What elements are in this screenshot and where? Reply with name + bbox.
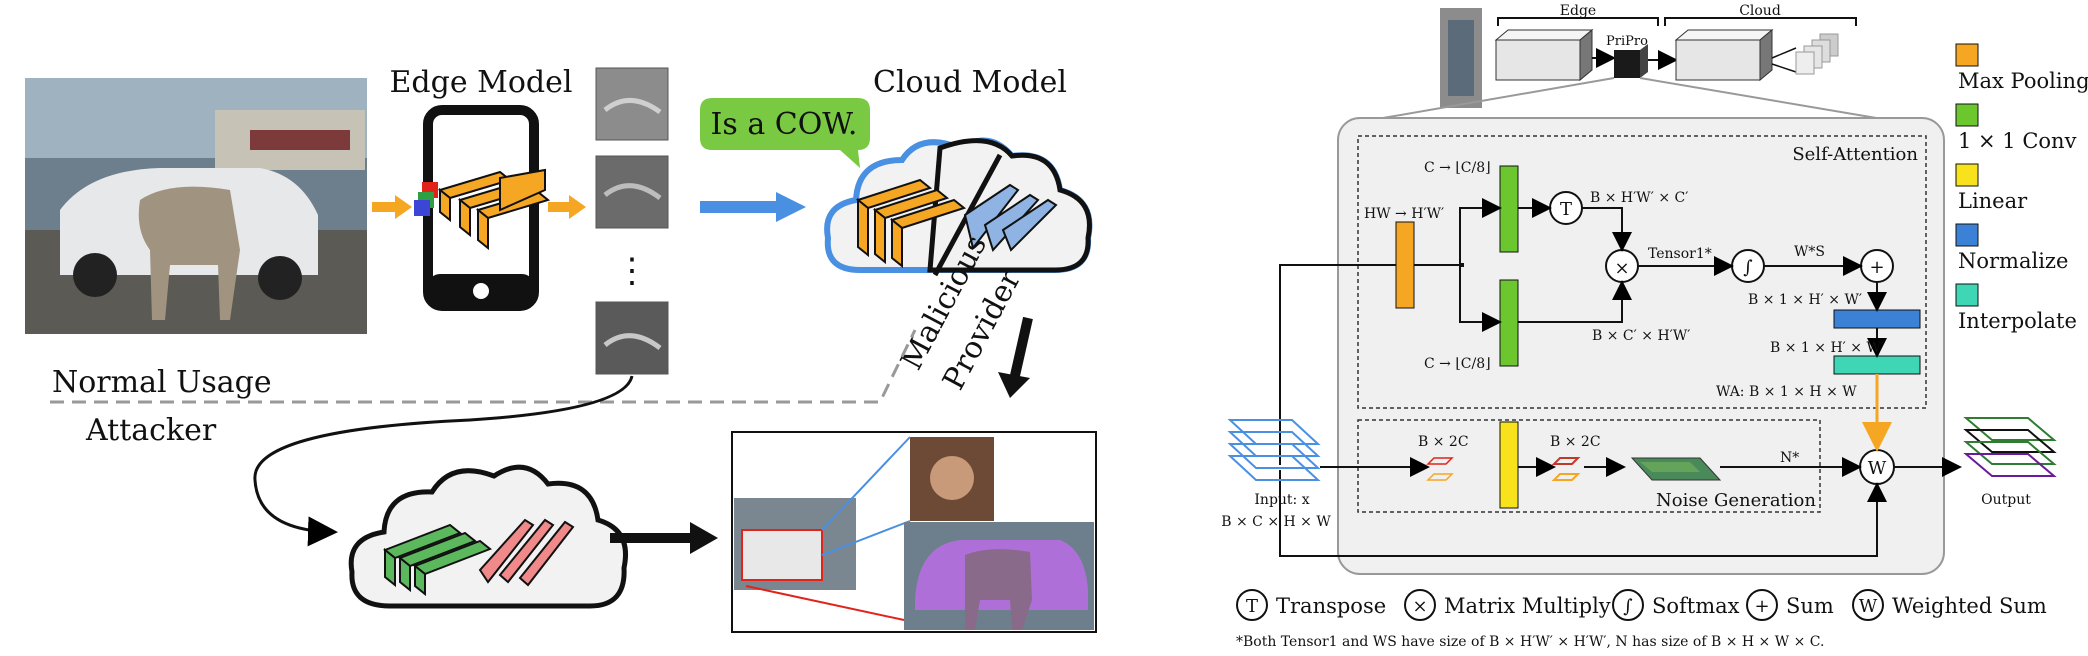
top-shape-label: B × H′W′ × C′ <box>1590 190 1688 206</box>
linear-block <box>1499 421 1519 509</box>
svg-text:+: + <box>1754 596 1769 617</box>
svg-text:×: × <box>1412 596 1427 617</box>
speech-bubble-text: Is a COW. <box>711 107 858 142</box>
input-shape-label: B × C × H × W <box>1221 514 1331 530</box>
edge-model-label: Edge Model <box>390 65 573 100</box>
self-attention-label: Self-Attention <box>1792 144 1918 165</box>
ellipsis-dots: ⋮ <box>615 251 649 291</box>
legend-swatch-linear <box>1955 163 1979 187</box>
svg-text:∫: ∫ <box>1743 257 1753 278</box>
output-tensor-stack <box>1963 417 2057 477</box>
footnote: *Both Tensor1 and WS have size of B × H′… <box>1236 634 1824 650</box>
svg-text:W: W <box>1859 596 1878 617</box>
edge-label: Edge <box>1560 3 1596 19</box>
weighted-sum-legend-label: Weighted Sum <box>1892 594 2047 618</box>
conv-block-bottom <box>1499 279 1519 367</box>
phone-device <box>414 105 551 311</box>
operator-legend: T Transpose × Matrix Multiply ∫ Softmax … <box>1236 589 2047 621</box>
right-panel: Edge Cloud PriPro Self-Attention Noise G… <box>1221 3 2088 650</box>
top-pipeline <box>1440 8 1857 108</box>
softmax-legend-label: Softmax <box>1652 594 1740 618</box>
svg-text:∫: ∫ <box>1623 596 1633 617</box>
transpose-legend-label: Transpose <box>1276 594 1386 618</box>
b2c-label-1: B × 2C <box>1418 434 1469 450</box>
self-attention-box <box>1357 135 1927 409</box>
legend: Max Pooling 1 × 1 Conv Linear Normalize … <box>1955 43 2088 333</box>
legend-linear: Linear <box>1958 189 2028 213</box>
interpolate-block <box>1833 355 1921 375</box>
malicious-arrow <box>1009 316 1033 382</box>
pripro-detail-box <box>1337 117 1945 575</box>
cloud-model-label: Cloud Model <box>873 65 1067 100</box>
conv-block-top <box>1499 165 1519 253</box>
max-pooling-block <box>1395 221 1415 309</box>
ws-star-label: W*S <box>1794 244 1825 260</box>
sum-legend-label: Sum <box>1786 594 1834 618</box>
wa-shape-label: WA: B × 1 × H × W <box>1716 384 1857 400</box>
left-panel: Edge Model ⋮ Is a COW. Cloud Model <box>25 65 1097 633</box>
legend-swatch-interpolate <box>1955 283 1979 307</box>
shape-after-norm-label: B × 1 × H′ × W′ <box>1770 340 1884 356</box>
attacker-cloud-model <box>348 464 628 609</box>
input-label: Input: x <box>1254 492 1309 508</box>
reconstruction-panel <box>731 431 1097 633</box>
legend-interpolate: Interpolate <box>1958 309 2077 333</box>
shape-after-sum-label: B × 1 × H′ × W′ <box>1748 292 1862 308</box>
matmul-legend-label: Matrix Multiply <box>1444 594 1611 618</box>
normal-attacker-divider <box>50 329 917 404</box>
attacker-label: Attacker <box>85 413 217 448</box>
legend-swatch-normalize <box>1955 223 1979 247</box>
legend-max-pooling: Max Pooling <box>1958 69 2088 93</box>
bottom-shape-label: B × C′ × H′W′ <box>1592 328 1690 344</box>
c-to-c8-top: C → ⌊C/8⌋ <box>1424 160 1491 176</box>
pripro-label: PriPro <box>1606 34 1648 49</box>
attacker-path-arrow <box>253 375 634 547</box>
c-to-c8-bottom: C → ⌊C/8⌋ <box>1424 356 1491 372</box>
cow-street-photo <box>25 78 367 334</box>
cloud-label: Cloud <box>1739 3 1781 19</box>
tensor1-label: Tensor1* <box>1648 246 1712 262</box>
svg-text:+: + <box>1869 257 1884 278</box>
noise-generation-label: Noise Generation <box>1656 490 1816 511</box>
output-label: Output <box>1981 492 2031 508</box>
feature-maps <box>595 67 669 375</box>
hw-to-hw-label: HW → H′W′ <box>1364 206 1444 222</box>
svg-text:T: T <box>1246 596 1258 617</box>
svg-text:T: T <box>1560 199 1572 220</box>
legend-normalize: Normalize <box>1958 249 2068 273</box>
legend-swatch-max-pooling <box>1955 43 1979 67</box>
cloud-model <box>824 137 1093 277</box>
legend-swatch-conv <box>1955 103 1979 127</box>
svg-text:×: × <box>1614 258 1629 279</box>
svg-text:W: W <box>1868 458 1887 479</box>
b2c-label-2: B × 2C <box>1550 434 1601 450</box>
speech-bubble <box>700 98 870 168</box>
normalize-block <box>1833 309 1921 329</box>
normal-usage-label: Normal Usage <box>52 365 272 400</box>
input-tensor-stack <box>1227 419 1321 481</box>
legend-conv: 1 × 1 Conv <box>1958 129 2077 153</box>
n-star-label: N* <box>1780 450 1799 466</box>
